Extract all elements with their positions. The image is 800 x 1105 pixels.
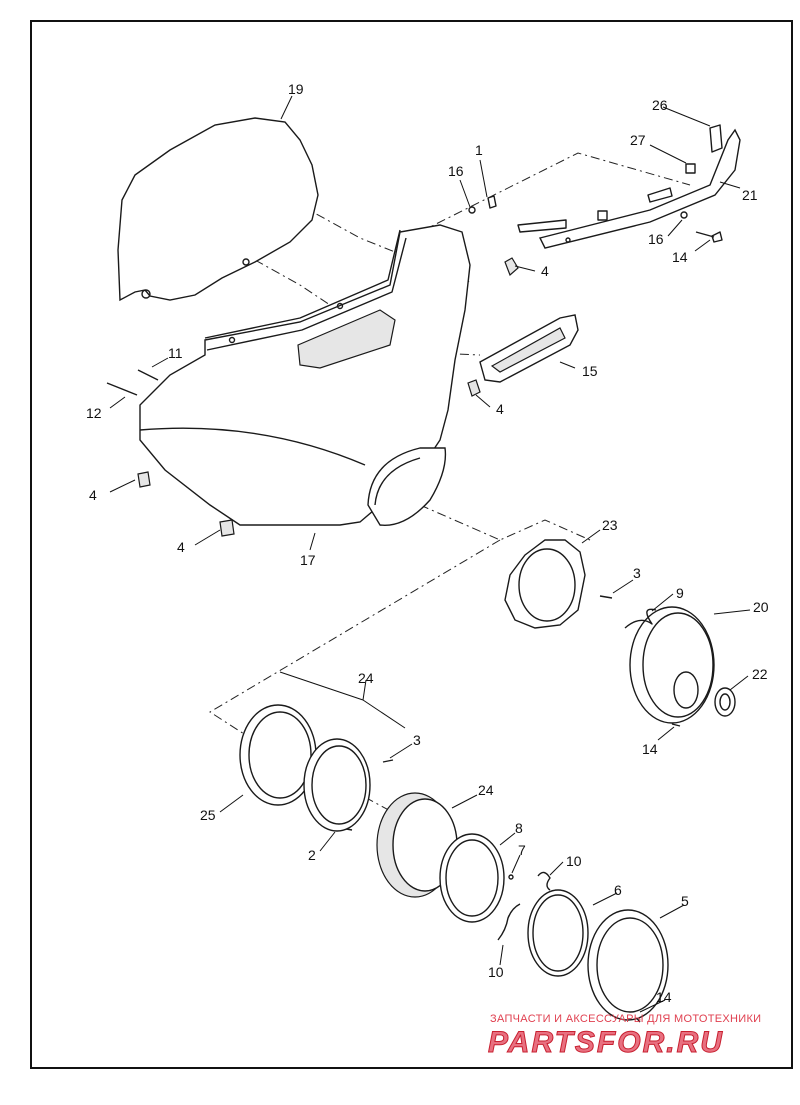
hardware bbox=[106, 195, 723, 1023]
callout-4c: 4 bbox=[89, 487, 97, 503]
headlamp bbox=[624, 606, 736, 724]
trim-ring bbox=[587, 909, 669, 1021]
gasket bbox=[527, 889, 589, 977]
leader-lines bbox=[109, 95, 751, 1013]
callout-3: 3 bbox=[633, 565, 641, 581]
callout-14b: 14 bbox=[656, 989, 672, 1005]
callout-17: 17 bbox=[300, 552, 316, 568]
callout-23: 23 bbox=[602, 517, 618, 533]
callout-12: 12 bbox=[86, 405, 102, 421]
callout-16: 16 bbox=[448, 163, 464, 179]
callout-6: 6 bbox=[614, 882, 622, 898]
springs bbox=[497, 871, 551, 941]
retaining-ring bbox=[439, 833, 505, 923]
diagram-frame bbox=[30, 20, 793, 1069]
callout-7: 7 bbox=[518, 842, 526, 858]
callout-15: 15 bbox=[582, 363, 598, 379]
callout-24: 24 bbox=[358, 670, 374, 686]
callout-14: 14 bbox=[642, 741, 658, 757]
watermark-tagline: ЗАПЧАСТИ И АКСЕССУАРЫ ДЛЯ МОТОТЕХНИКИ bbox=[490, 1013, 761, 1025]
watermark: ЗАПЧАСТИ И АКСЕССУАРЫ ДЛЯ МОТОТЕХНИКИ PA… bbox=[488, 1013, 762, 1060]
callout-4d: 4 bbox=[177, 539, 185, 555]
bracket bbox=[504, 539, 586, 629]
callout-18: 19 bbox=[288, 81, 304, 97]
trim-strip bbox=[517, 124, 741, 249]
callout-16b: 16 bbox=[648, 231, 664, 247]
callout-4b: 4 bbox=[496, 401, 504, 417]
callout-22: 24 bbox=[478, 782, 494, 798]
callout-25: 25 bbox=[200, 807, 216, 823]
callout-27: 27 bbox=[630, 132, 646, 148]
callout-11: 11 bbox=[168, 345, 183, 361]
mounting-rings bbox=[239, 704, 371, 832]
vent-trim bbox=[479, 314, 579, 383]
callout-8: 8 bbox=[515, 820, 523, 836]
callout-19: 20 bbox=[753, 599, 769, 615]
callout-numbers: 19 1 16 26 27 21 16 14 4 15 11 12 4 4 4 … bbox=[86, 81, 769, 1005]
callout-20: 21 bbox=[742, 187, 758, 203]
watermark-brand: PARTSFOR.RU bbox=[488, 1026, 724, 1059]
callout-9: 9 bbox=[676, 585, 684, 601]
callout-26: 26 bbox=[652, 97, 668, 113]
callout-10: 10 bbox=[566, 853, 582, 869]
callout-3b: 3 bbox=[413, 732, 421, 748]
callout-21: 22 bbox=[752, 666, 768, 682]
callout-10b: 10 bbox=[488, 964, 504, 980]
callout-5: 5 bbox=[681, 893, 689, 909]
callout-4: 4 bbox=[541, 263, 549, 279]
callout-1: 1 bbox=[475, 142, 483, 158]
fairing bbox=[139, 224, 471, 526]
windshield bbox=[117, 117, 319, 302]
callout-2: 2 bbox=[308, 847, 316, 863]
callout-13: 14 bbox=[672, 249, 688, 265]
